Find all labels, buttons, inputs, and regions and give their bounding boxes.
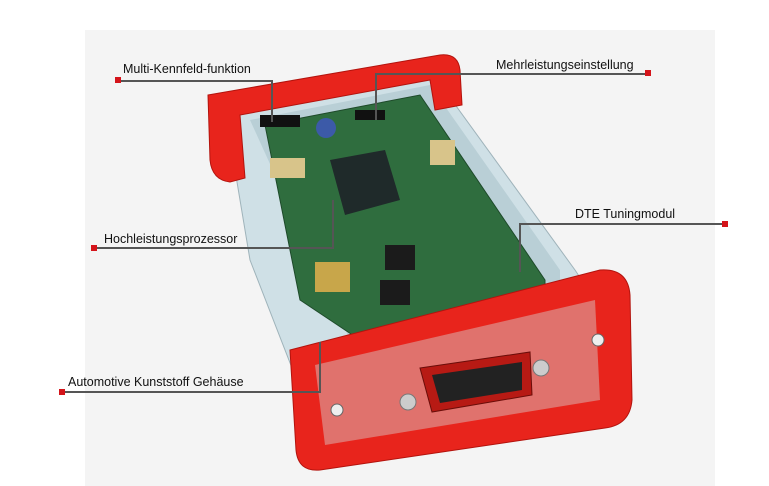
callout-markers [59,70,728,395]
screw-icon [591,333,605,347]
ic-chip [380,280,410,305]
callout-prozessor: Hochleistungsprozessor [104,232,238,246]
ic-chip [385,245,415,270]
leader-lines [62,73,725,393]
callout-multi-kennfeld: Multi-Kennfeld-funktion [123,62,251,76]
capacitor [315,262,350,292]
processor-chip [330,150,400,215]
screw-icon [399,393,417,411]
callout-tuningmodul: DTE Tuningmodul [575,207,676,221]
callout-mehrleistung: Mehrleistungseinstellung [496,58,634,72]
component [270,158,305,178]
jumper-header-left [260,115,300,127]
component [430,140,455,165]
callout-gehaeuse: Automotive Kunststoff Gehäuse [68,375,244,389]
jumper-header-right [355,110,385,120]
db9-pins [432,362,522,403]
blue-capacitor [316,118,336,138]
screw-icon [532,359,550,377]
screw-icon [330,403,344,417]
